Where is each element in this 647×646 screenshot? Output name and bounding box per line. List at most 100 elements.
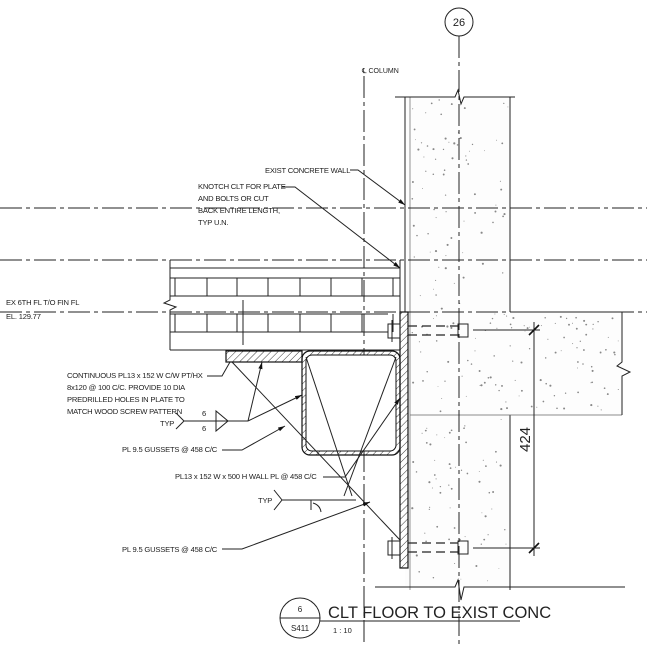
concrete-speckle: [450, 487, 453, 490]
concrete-speckle: [442, 173, 445, 176]
concrete-speckle: [544, 357, 547, 359]
concrete-speckle: [553, 395, 556, 397]
concrete-speckle: [447, 360, 450, 363]
wall-plate: [399, 311, 409, 569]
grid-line-26: 26: [444, 7, 474, 646]
weld-symbol-1: TYP 6 6: [160, 361, 303, 433]
concrete-speckle: [454, 562, 456, 565]
concrete-speckle: [473, 193, 476, 196]
concrete-speckle: [470, 363, 473, 365]
concrete-speckle: [442, 148, 445, 151]
concrete-speckle: [600, 409, 602, 411]
concrete-speckle: [444, 437, 446, 439]
concrete-speckle: [455, 466, 456, 468]
concrete-texture: [411, 99, 619, 582]
concrete-speckle: [512, 360, 514, 362]
detail-title: CLT FLOOR TO EXIST CONC: [328, 604, 551, 622]
concrete-speckle: [483, 150, 485, 152]
concrete-speckle: [607, 336, 609, 338]
concrete-speckle: [523, 325, 525, 327]
concrete-speckle: [518, 395, 520, 397]
concrete-speckle: [441, 398, 443, 399]
concrete-speckle: [425, 112, 427, 114]
concrete-speckle: [494, 384, 497, 386]
concrete-speckle: [478, 470, 480, 472]
concrete-speckle: [465, 441, 467, 444]
concrete-speckle: [436, 434, 438, 436]
concrete-speckle: [514, 379, 516, 381]
concrete-speckle: [471, 143, 474, 146]
concrete-speckle: [577, 361, 579, 363]
concrete-speckle: [449, 467, 452, 469]
concrete-speckle: [432, 173, 435, 175]
concrete-speckle: [429, 251, 431, 253]
concrete-speckle: [502, 215, 505, 218]
concrete-speckle: [453, 527, 456, 529]
concrete-speckle: [431, 487, 433, 489]
concrete-speckle: [452, 322, 455, 325]
concrete-speckle: [560, 350, 562, 352]
concrete-speckle: [599, 351, 602, 354]
concrete-speckle: [440, 113, 443, 116]
column-label: ℄ COLUMN: [361, 68, 399, 75]
note-knotch-clt: KNOTCH CLT FOR PLATE AND BOLTS OR CUT BA…: [198, 182, 286, 227]
concrete-speckle: [585, 333, 588, 336]
concrete-speckle: [434, 158, 437, 160]
concrete-speckle: [505, 401, 507, 403]
grid-bubble-label: 26: [453, 17, 465, 29]
concrete-speckle: [498, 567, 500, 569]
concrete-speckle: [421, 432, 423, 434]
concrete-speckle: [499, 180, 501, 182]
anchor-bolt-bottom: [387, 537, 469, 559]
concrete-speckle: [439, 410, 442, 413]
concrete-speckle: [478, 480, 481, 483]
concrete-speckle: [444, 380, 446, 382]
concrete-speckle: [496, 139, 498, 141]
concrete-speckle: [491, 508, 493, 510]
concrete-speckle: [434, 459, 436, 461]
concrete-speckle: [445, 211, 447, 213]
concrete-speckle: [435, 217, 437, 219]
concrete-speckle: [492, 221, 494, 224]
concrete-speckle: [572, 343, 574, 345]
concrete-speckle: [563, 336, 565, 339]
concrete-speckle: [435, 279, 437, 281]
concrete-speckle: [503, 313, 505, 316]
concrete-speckle: [439, 485, 442, 488]
concrete-speckle: [417, 148, 420, 151]
concrete-speckle: [503, 213, 506, 216]
note-gussets-2: PL 9.5 GUSSETS @ 458 C/C: [122, 545, 218, 554]
concrete-speckle: [536, 406, 538, 408]
concrete-speckle: [481, 262, 484, 265]
concrete-speckle: [582, 349, 585, 351]
concrete-speckle: [443, 169, 446, 171]
concrete-speckle: [494, 313, 496, 315]
concrete-speckle: [430, 102, 433, 105]
concrete-speckle: [474, 350, 476, 352]
concrete-speckle: [426, 427, 428, 429]
concrete-speckle: [468, 150, 470, 152]
concrete-speckle: [462, 252, 464, 254]
concrete-speckle: [420, 351, 422, 353]
concrete-speckle: [426, 145, 429, 147]
concrete-speckle: [617, 388, 619, 391]
concrete-speckle: [446, 243, 449, 246]
concrete-speckle: [463, 107, 466, 110]
concrete-speckle: [435, 294, 437, 296]
concrete-speckle: [474, 337, 476, 339]
concrete-speckle: [509, 345, 511, 347]
concrete-speckle: [583, 319, 586, 322]
svg-text:8x120 @ 100 C/C. PROVIDE 10 DI: 8x120 @ 100 C/C. PROVIDE 10 DIA: [67, 383, 186, 392]
concrete-speckle: [509, 323, 512, 326]
existing-concrete-wall: [375, 88, 632, 601]
concrete-speckle: [425, 540, 427, 543]
concrete-speckle: [411, 181, 414, 183]
svg-text:6: 6: [202, 409, 206, 418]
concrete-speckle: [434, 250, 438, 253]
concrete-speckle: [571, 322, 574, 324]
concrete-speckle: [432, 148, 435, 151]
concrete-speckle: [592, 328, 594, 330]
concrete-speckle: [437, 386, 439, 387]
concrete-speckle: [568, 323, 570, 326]
concrete-speckle: [485, 465, 487, 467]
